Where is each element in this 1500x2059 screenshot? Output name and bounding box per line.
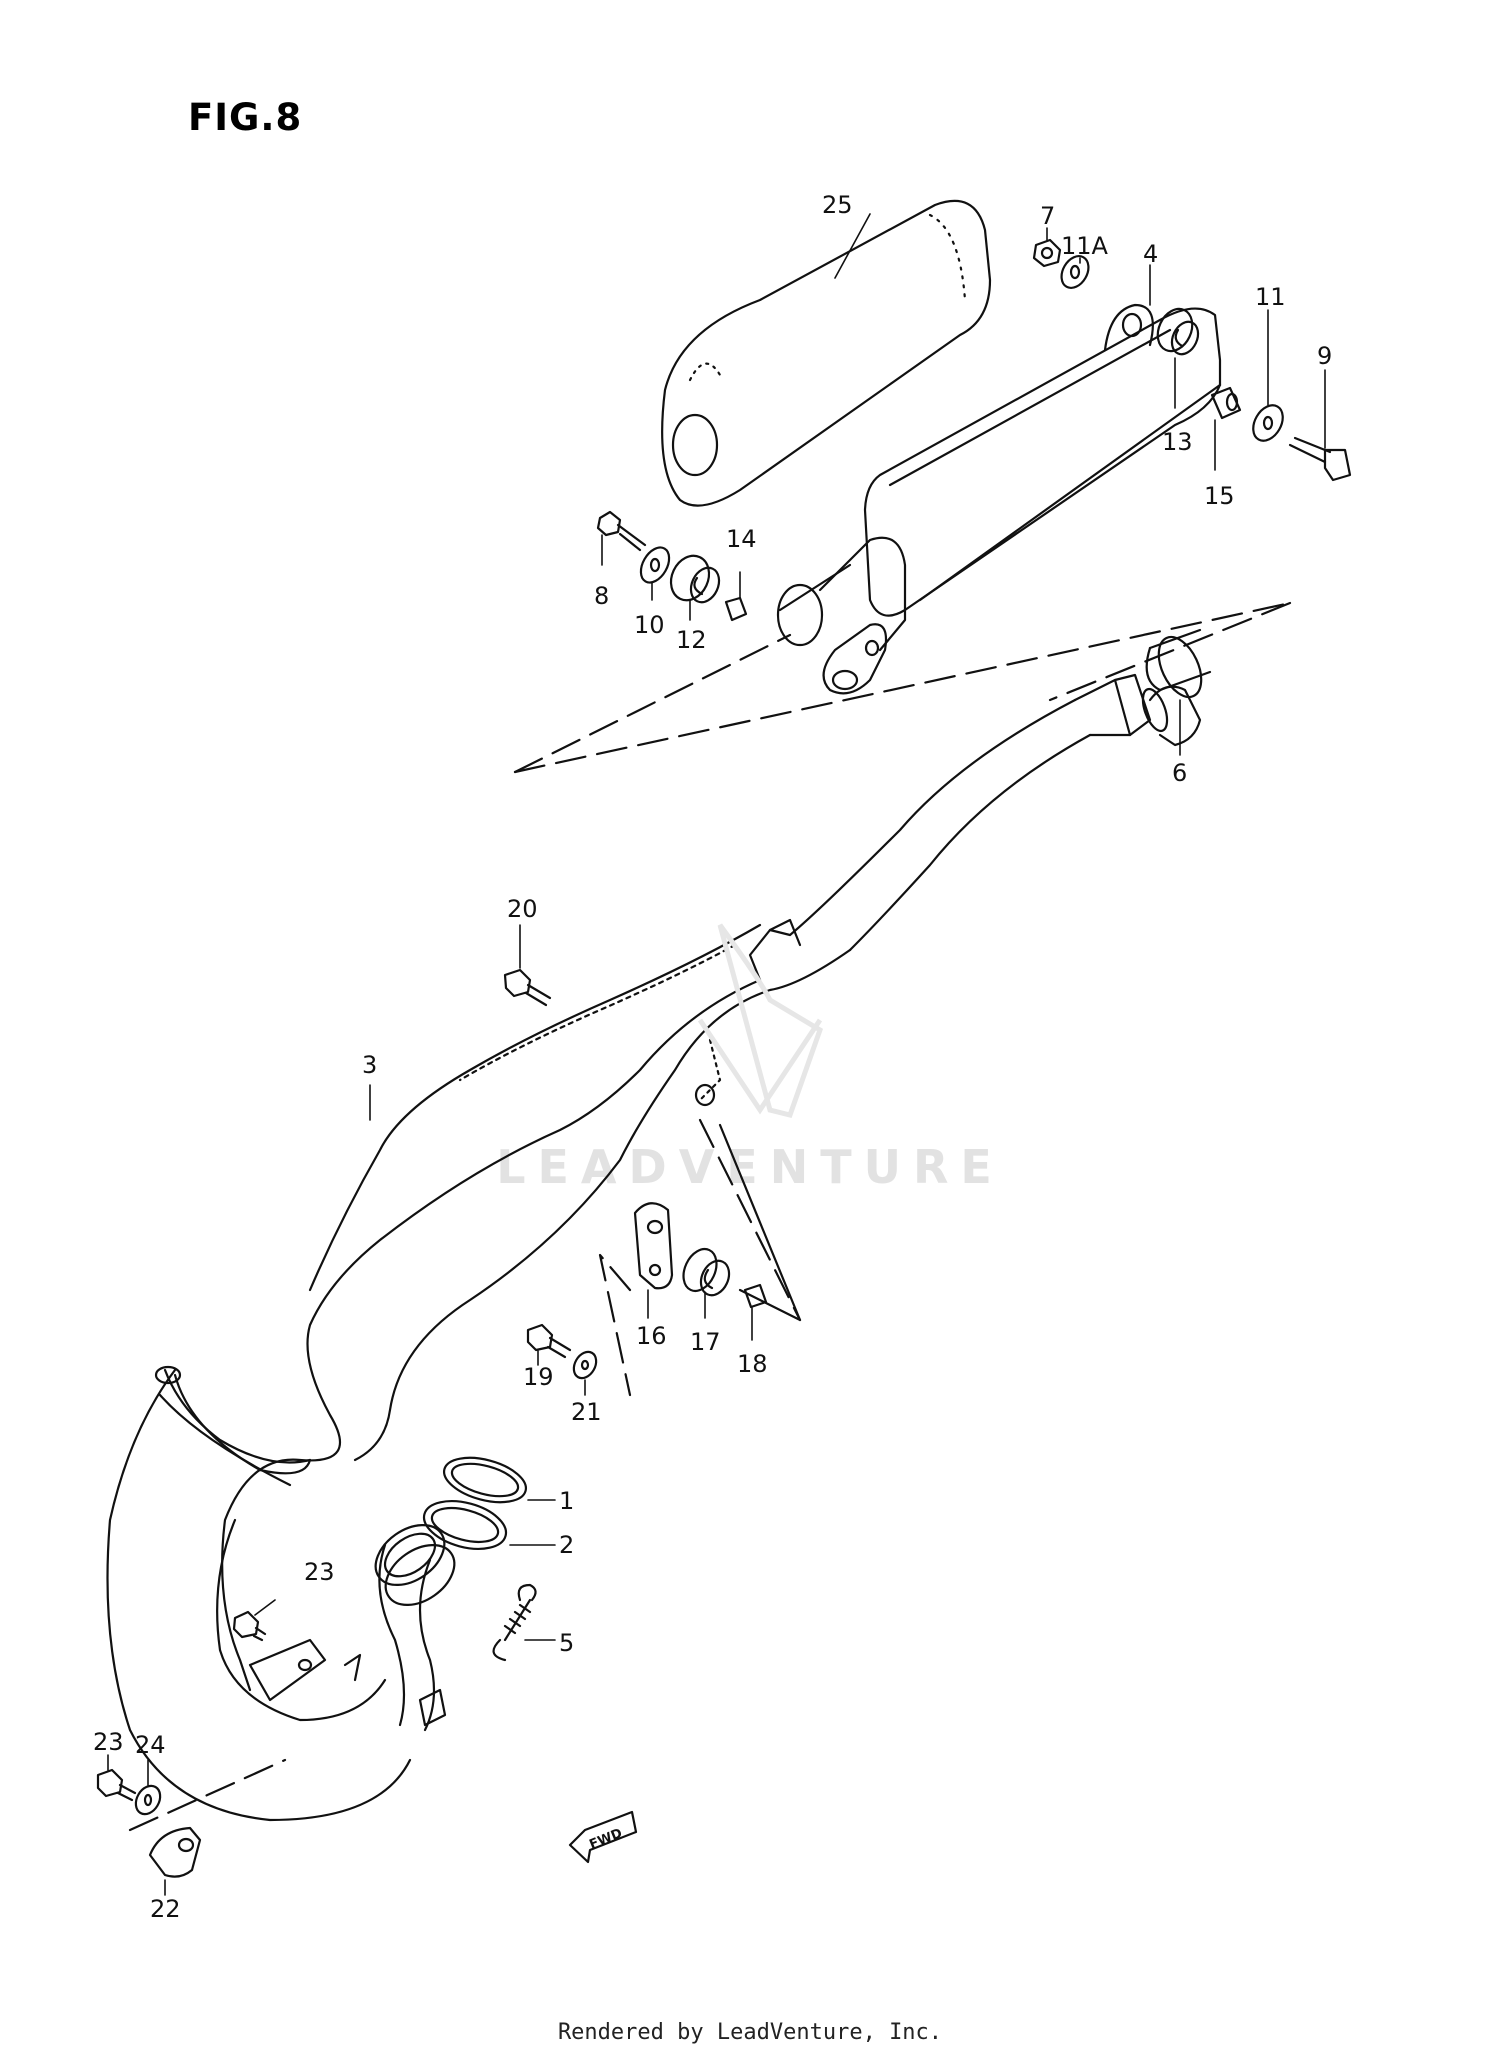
callout-9: 9 xyxy=(1317,342,1332,370)
callout-19: 19 xyxy=(523,1363,554,1391)
part-22-bracket xyxy=(148,1826,202,1878)
part-4-silencer xyxy=(776,303,1222,695)
part-17-grommet xyxy=(682,1247,731,1297)
part-20-bolt xyxy=(503,968,552,1007)
callout-14: 14 xyxy=(726,525,757,553)
bracket-outline-18 xyxy=(718,1123,802,1322)
callout-21: 21 xyxy=(571,1398,602,1426)
leader-dash-lines xyxy=(128,601,1292,1832)
part-21-washer xyxy=(572,1350,598,1380)
callout-18: 18 xyxy=(737,1350,768,1378)
callout-22: 22 xyxy=(150,1895,181,1923)
fwd-arrow xyxy=(568,1810,638,1864)
part-14-collar xyxy=(724,596,748,622)
part-5-spring xyxy=(492,1583,537,1662)
callout-8: 8 xyxy=(594,582,609,610)
part-12-grommet xyxy=(669,554,721,604)
callout-leaders xyxy=(107,213,1326,1896)
callout-15: 15 xyxy=(1204,482,1235,510)
callout-6: 6 xyxy=(1172,759,1187,787)
callout-4: 4 xyxy=(1143,240,1158,268)
callout-10: 10 xyxy=(634,611,665,639)
figure-title: FIG.8 xyxy=(188,96,303,139)
part-18-collar xyxy=(743,1283,768,1309)
callout-23-lower: 23 xyxy=(93,1728,124,1756)
part-6-pipe-joint xyxy=(1073,673,1202,747)
callout-5: 5 xyxy=(559,1629,574,1657)
callout-2: 2 xyxy=(559,1531,574,1559)
part-13-grommet xyxy=(1156,307,1200,356)
callout-24: 24 xyxy=(135,1731,166,1759)
part-11-washer xyxy=(1252,404,1284,442)
part-1-gasket xyxy=(443,1456,527,1504)
callout-11a: 11A xyxy=(1061,232,1109,260)
callout-1: 1 xyxy=(559,1487,574,1515)
part-16-bracket xyxy=(633,1202,674,1290)
part-3-expansion-chamber xyxy=(106,698,1092,1822)
callout-11: 11 xyxy=(1255,283,1286,311)
part-10-washer xyxy=(639,546,671,584)
part-8-bolt xyxy=(596,510,647,552)
part-2-gasket xyxy=(422,1500,508,1550)
part-23-bolt-lower xyxy=(96,1768,137,1802)
part-24-washer xyxy=(134,1784,162,1816)
watermark-logo xyxy=(697,923,824,1118)
part-19-bolt xyxy=(526,1323,572,1359)
part-6-joint-ring xyxy=(1145,628,1212,699)
part-11a-washer xyxy=(1060,255,1090,289)
callout-12: 12 xyxy=(676,626,707,654)
part-23-bolt-upper xyxy=(232,1610,267,1642)
callout-labels: 25 7 11A 4 11 9 13 15 14 8 10 12 6 20 3 … xyxy=(93,191,1332,1923)
part-9-bolt xyxy=(1288,436,1352,482)
callout-16: 16 xyxy=(636,1322,667,1350)
callout-20: 20 xyxy=(507,895,538,923)
callout-23-upper: 23 xyxy=(304,1558,335,1586)
part-25-silencer-cover xyxy=(661,199,992,507)
footer-credit: Rendered by LeadVenture, Inc. xyxy=(557,2020,943,2045)
part-15-collar xyxy=(1210,386,1242,420)
callout-17: 17 xyxy=(690,1328,721,1356)
callout-13: 13 xyxy=(1162,428,1193,456)
callout-25: 25 xyxy=(822,191,853,219)
part-7-nut xyxy=(1032,238,1062,268)
callout-3: 3 xyxy=(362,1051,377,1079)
callout-7: 7 xyxy=(1040,202,1055,230)
